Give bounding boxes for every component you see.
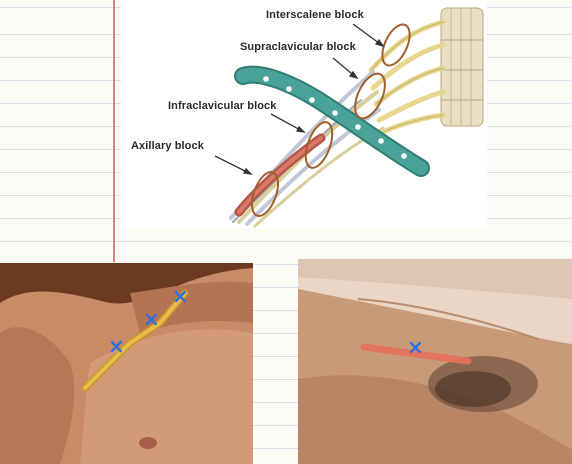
shoulder-photo: × × ×	[0, 263, 253, 464]
infraclavicular-ring	[304, 121, 334, 169]
shoulder-marker-2: ×	[143, 307, 160, 331]
block-rings	[251, 23, 411, 217]
axillary-block-label: Axillary block	[131, 140, 204, 152]
shoulder-illustration	[0, 263, 253, 464]
axillary-line	[360, 343, 472, 365]
axilla-photo: ×	[298, 259, 572, 464]
axilla-marker: ×	[407, 335, 424, 359]
supraclavicular-block-label: Supraclavicular block	[240, 41, 356, 53]
label-arrows	[214, 23, 385, 175]
supraclavicular-ring	[354, 72, 386, 120]
interscalene-block-label: Interscalene block	[266, 9, 364, 21]
notebook-margin-line	[113, 0, 115, 262]
clavicle	[234, 65, 430, 177]
axilla-illustration	[298, 259, 572, 464]
brachial-plexus-diagram: Interscalene block Supraclavicular block…	[121, 0, 487, 228]
shoulder-marker-1: ×	[172, 284, 189, 308]
artery-highlight	[237, 136, 323, 214]
diagram-illustration	[214, 7, 484, 228]
nerve-roots	[368, 19, 446, 135]
spinal-column	[440, 7, 484, 127]
infraclavicular-block-label: Infraclavicular block	[168, 100, 277, 112]
axillary-ring	[251, 171, 279, 217]
interscalene-ring	[381, 23, 411, 67]
shoulder-marker-3: ×	[108, 334, 125, 358]
